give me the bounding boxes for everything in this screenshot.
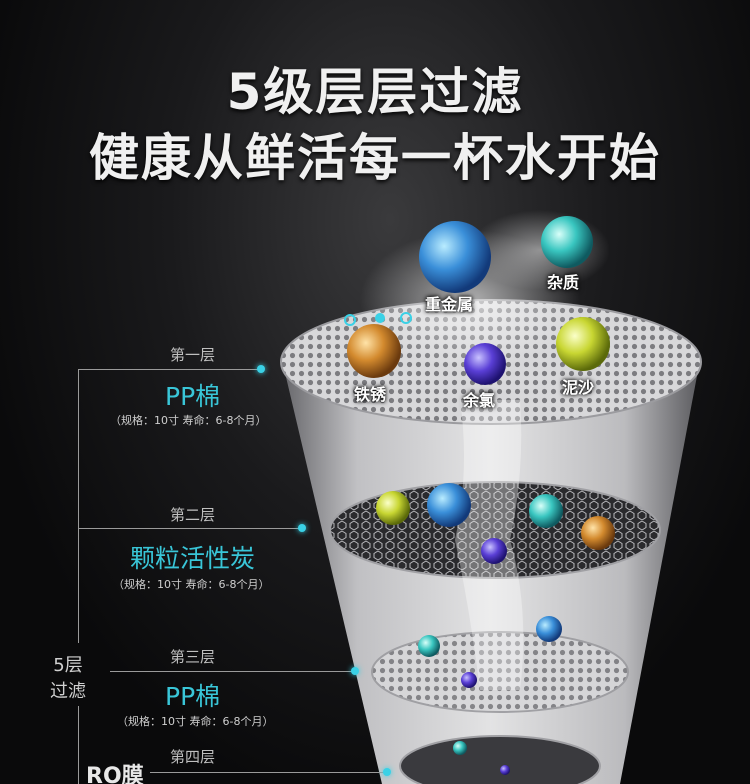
- ring-decor: [375, 313, 385, 323]
- layer-1-tier: 第一层: [170, 346, 216, 364]
- layer-2-spec: （规格：10寸 寿命：6-8个月）: [113, 578, 270, 591]
- layer-3-connector: [110, 671, 355, 672]
- contaminant-rust-label: 铁锈: [354, 385, 387, 404]
- layer-4-connector: [150, 772, 386, 773]
- rust-ball-small: [581, 516, 615, 550]
- subheadline: 健康从鲜活每一杯水开始: [89, 129, 661, 187]
- headline: 5级层层过滤: [226, 63, 524, 121]
- layer-1-marker: [257, 365, 265, 373]
- layer-2-connector: [78, 528, 302, 529]
- five-layer-line1: 5层: [53, 655, 83, 676]
- ring-decor: [400, 312, 412, 324]
- ring-decor: [344, 314, 356, 326]
- heavy-metal-ball-small: [427, 483, 471, 527]
- layer-2-tier: 第二层: [170, 506, 216, 524]
- five-layer-label: 5层 过滤: [50, 653, 86, 705]
- layer-3-spec: （规格：10寸 寿命：6-8个月）: [117, 715, 274, 728]
- layer-2-marker: [298, 524, 306, 532]
- layer-4-marker: [383, 768, 391, 776]
- chlorine-ball-small: [481, 538, 507, 564]
- bracket-line: [78, 369, 79, 643]
- layer-3-marker: [351, 667, 359, 675]
- sediment-ball: [556, 317, 610, 371]
- impurity-dot: [453, 741, 467, 755]
- heavy-metal-ball-tiny: [536, 616, 562, 642]
- layer-1-connector: [78, 369, 260, 370]
- five-layer-line2: 过滤: [50, 681, 86, 702]
- layer-2-carbon: [329, 481, 661, 579]
- bracket-line: [78, 706, 79, 784]
- contaminant-heavy-metal-label: 重金属: [425, 295, 474, 314]
- layer-1-name: PP棉: [165, 382, 221, 411]
- layer-3-tier: 第三层: [170, 648, 216, 666]
- layer-4-name: RO膜: [86, 764, 144, 784]
- impurity-ball-small: [529, 494, 563, 528]
- impurity-ball-tiny: [418, 635, 440, 657]
- layer-3-name: PP棉: [165, 682, 221, 711]
- contaminant-chlorine-label: 余氯: [463, 391, 496, 410]
- heavy-metal-ball: [419, 221, 491, 293]
- layer-4-membrane: [399, 735, 601, 784]
- layer-1-spec: （规格：10寸 寿命：6-8个月）: [110, 414, 267, 427]
- chlorine-dot: [500, 765, 510, 775]
- layer-4-tier: 第四层: [170, 748, 216, 766]
- rust-ball: [347, 324, 401, 378]
- chlorine-ball-tiny: [461, 672, 477, 688]
- contaminant-sediment-label: 泥沙: [562, 378, 595, 397]
- chlorine-ball: [464, 343, 506, 385]
- sediment-ball-small: [376, 491, 410, 525]
- impurity-ball: [541, 216, 593, 268]
- layer-2-name: 颗粒活性炭: [130, 544, 256, 573]
- contaminant-impurity-label: 杂质: [547, 273, 580, 292]
